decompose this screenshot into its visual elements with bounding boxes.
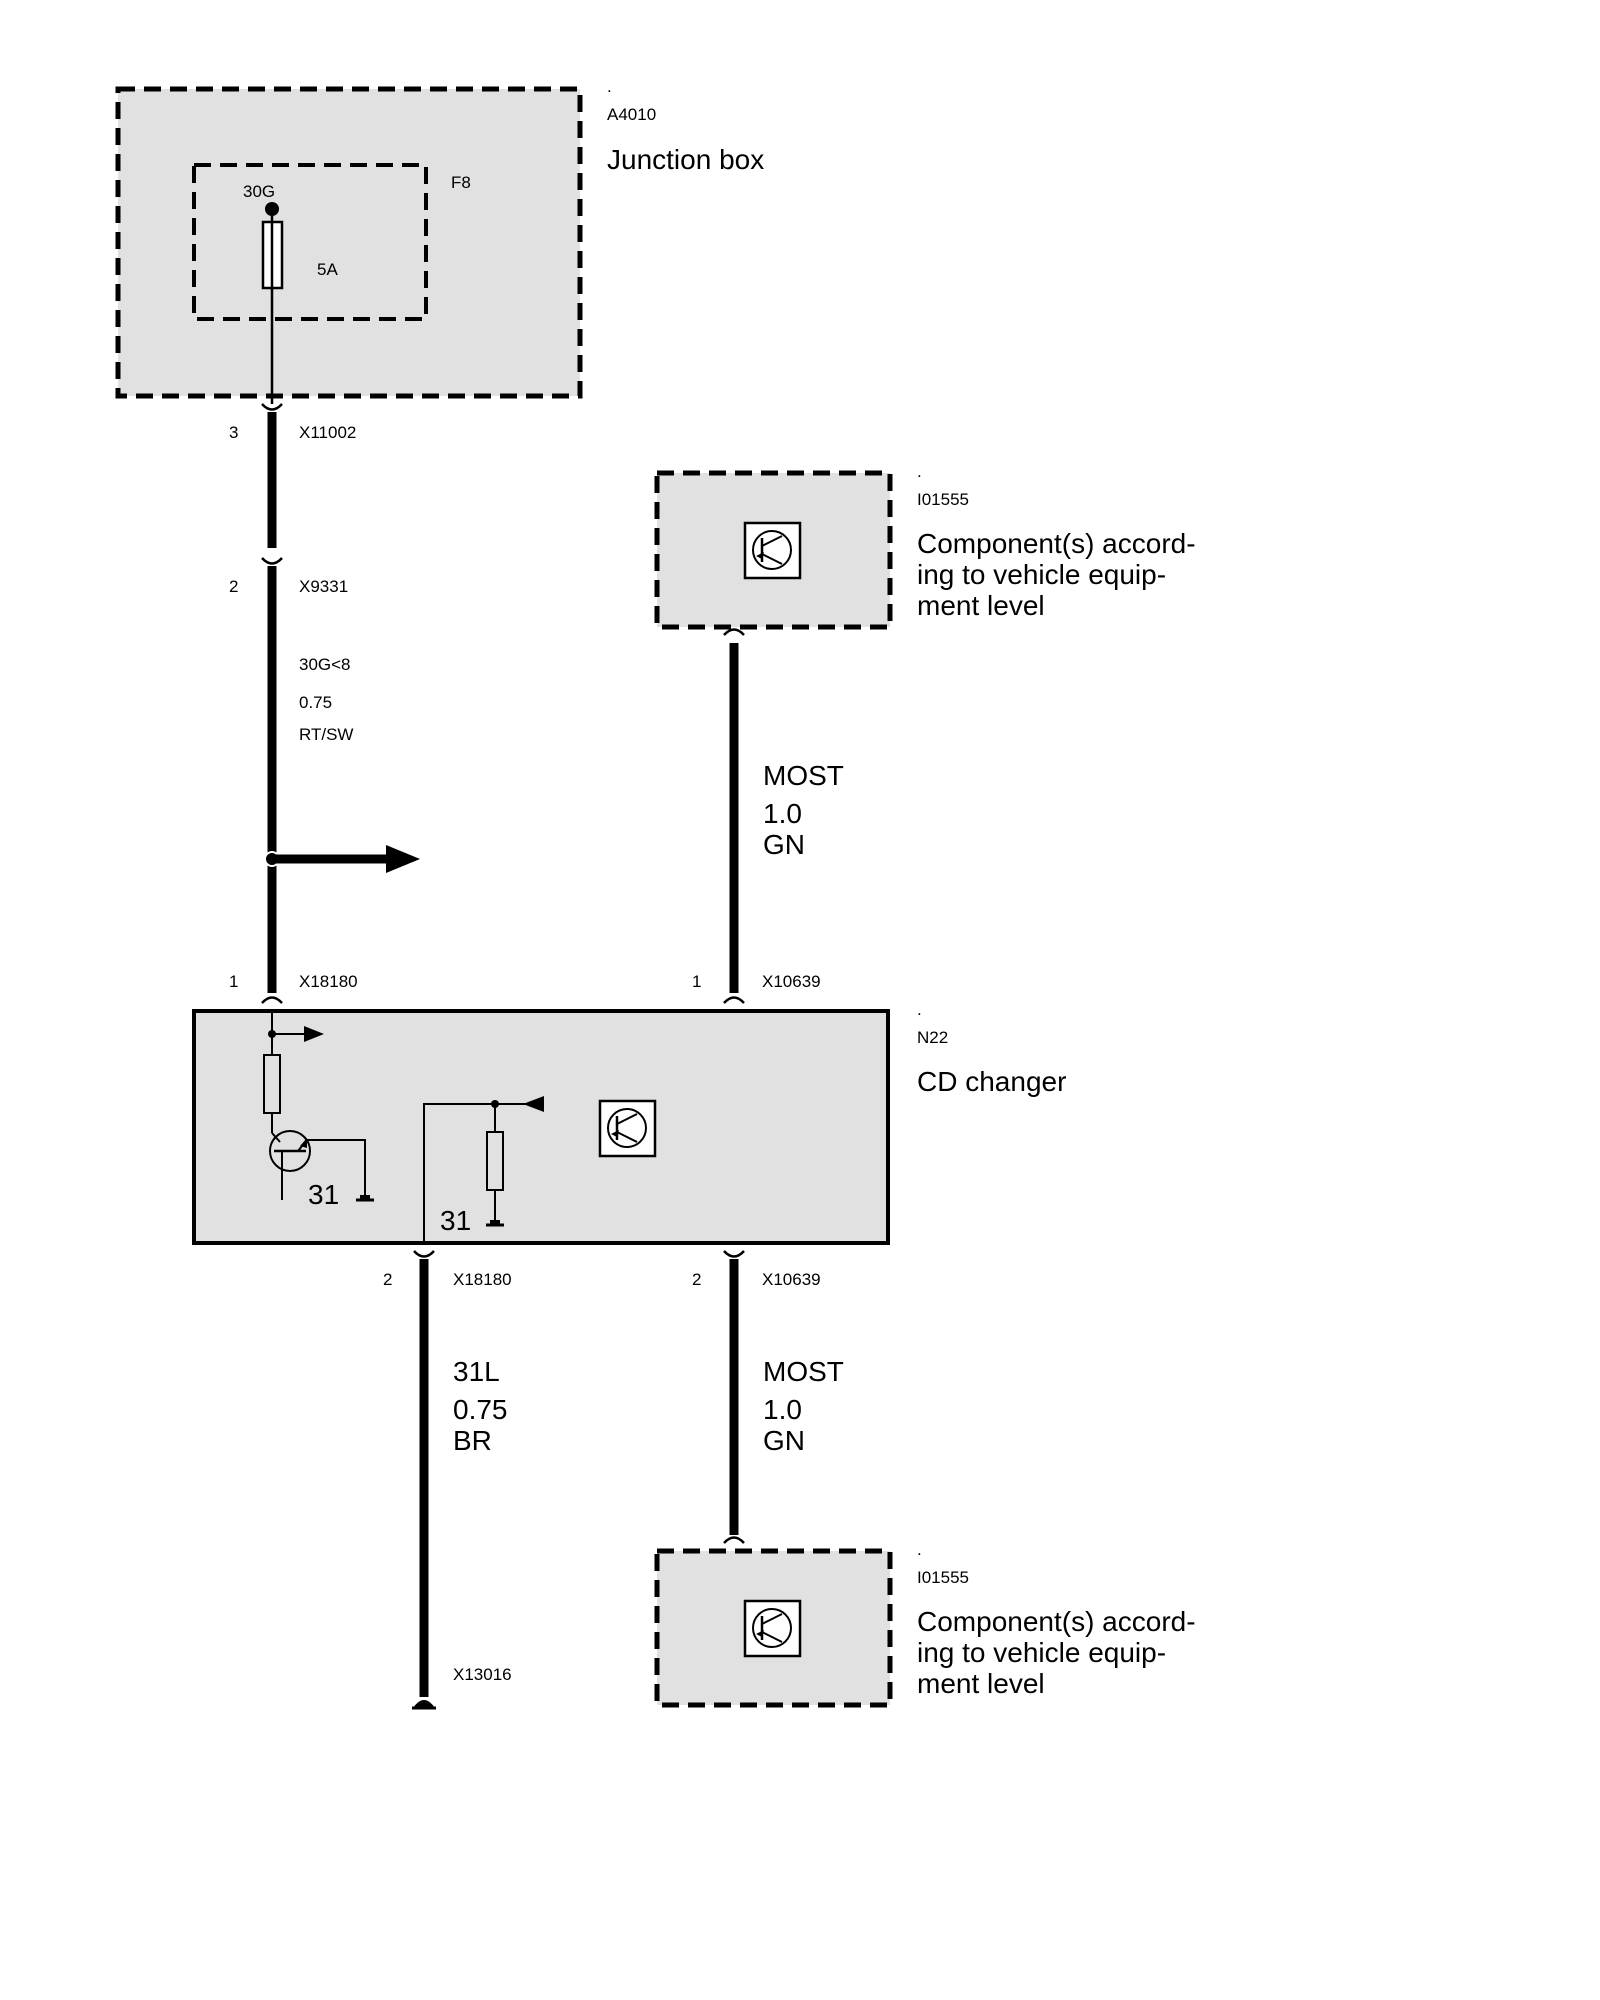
optional-bottom-line-2: ing to vehicle equip- — [917, 1637, 1166, 1668]
optional-top-dot: . — [917, 462, 922, 481]
x18180-out-id: X18180 — [453, 1270, 512, 1289]
most-out-size: 1.0 — [763, 1394, 802, 1425]
x10639-out-pin: 2 — [692, 1270, 701, 1289]
ground-icon — [486, 1220, 504, 1227]
optional-bottom-line-1: Component(s) accord- — [917, 1606, 1196, 1637]
x18180-in-pin: 1 — [229, 972, 238, 991]
ground-icon — [412, 1700, 436, 1710]
x9331-pin: 2 — [229, 577, 238, 596]
optional-component-bottom[interactable] — [654, 1548, 893, 1708]
most-wire-in[interactable] — [723, 628, 745, 994]
most-wire-out[interactable] — [723, 1250, 745, 1544]
cd-changer-name: CD changer — [917, 1066, 1066, 1097]
x9331-id: X9331 — [299, 577, 348, 596]
optional-top-line-3: ment level — [917, 590, 1045, 621]
optional-top-line-2: ing to vehicle equip- — [917, 559, 1166, 590]
cd-changer-id: N22 — [917, 1028, 948, 1047]
supply-signal: 30G<8 — [299, 655, 351, 674]
ground-size: 0.75 — [453, 1394, 508, 1425]
most-in-color: GN — [763, 829, 805, 860]
x10639-out-id: X10639 — [762, 1270, 821, 1289]
junction-box-id: A4010 — [607, 105, 656, 124]
x18180-in-id: X18180 — [299, 972, 358, 991]
cd-changer[interactable]: 31 31 — [192, 1009, 890, 1245]
junction-box[interactable]: 30G 5A F8 — [115, 86, 583, 404]
x10639-in-pin: 1 — [692, 972, 701, 991]
junction-box-name: Junction box — [607, 144, 764, 175]
optional-component-top[interactable] — [654, 470, 893, 630]
transistor-icon — [269, 1130, 311, 1200]
most-in-size: 1.0 — [763, 798, 802, 829]
x10639-in-id: X10639 — [762, 972, 821, 991]
cd-changer-dot: . — [917, 1000, 922, 1019]
supply-size: 0.75 — [299, 693, 332, 712]
fuse-id: F8 — [451, 173, 471, 192]
most-out-signal: MOST — [763, 1356, 844, 1387]
cd-ground-label-left: 31 — [308, 1179, 339, 1210]
supply-wire[interactable] — [261, 403, 283, 993]
optional-bottom-id: I01555 — [917, 1568, 969, 1587]
most-in-signal: MOST — [763, 760, 844, 791]
x18180-out-pin: 2 — [383, 1270, 392, 1289]
most-out-color: GN — [763, 1425, 805, 1456]
control-unit-icon — [743, 1599, 802, 1658]
arrow-icon — [272, 1026, 324, 1042]
ground-color: BR — [453, 1425, 492, 1456]
ground-signal: 31L — [453, 1356, 500, 1387]
supply-color: RT/SW — [299, 725, 353, 744]
control-unit-icon — [598, 1099, 657, 1158]
optional-bottom-line-3: ment level — [917, 1668, 1045, 1699]
ground-icon — [356, 1195, 374, 1202]
cd-ground-label-right: 31 — [440, 1205, 471, 1236]
optional-bottom-dot: . — [917, 1540, 922, 1559]
control-unit-icon — [743, 521, 802, 580]
x13016-id: X13016 — [453, 1665, 512, 1684]
x11002-pin: 3 — [229, 423, 238, 442]
fuse-terminal: 30G — [243, 182, 275, 201]
fuse-rating: 5A — [317, 260, 338, 279]
optional-top-id: I01555 — [917, 490, 969, 509]
arrow-icon — [272, 845, 420, 873]
x11002-id: X11002 — [299, 423, 356, 442]
junction-box-dot: . — [607, 77, 612, 96]
ground-wire[interactable] — [412, 1250, 436, 1710]
optional-top-line-1: Component(s) accord- — [917, 528, 1196, 559]
